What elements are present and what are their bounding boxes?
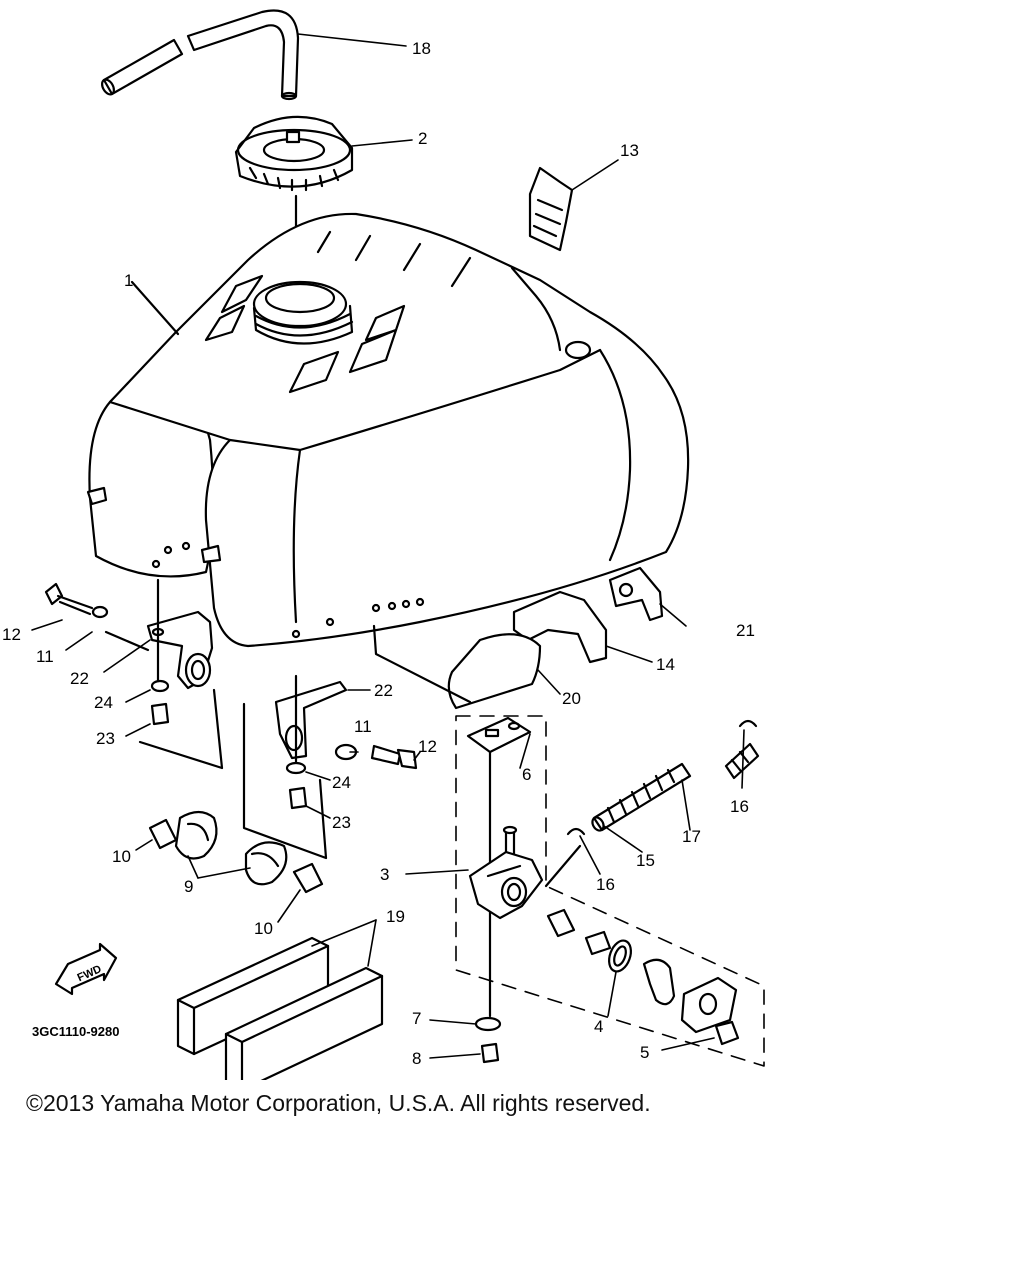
tank-pads xyxy=(176,936,384,1080)
callout-12-center: 12 xyxy=(418,737,437,756)
callout-15: 15 xyxy=(636,851,655,870)
emblem-part xyxy=(528,166,574,252)
callout-10-right: 10 xyxy=(254,919,273,938)
callout-11-left: 11 xyxy=(36,647,54,666)
callout-22-center: 22 xyxy=(374,681,393,700)
tank-brackets-right xyxy=(372,566,664,710)
left-bracket-group xyxy=(44,578,324,894)
callout-16-bottom: 16 xyxy=(596,875,615,894)
callout-16-top: 16 xyxy=(730,797,749,816)
callout-14: 14 xyxy=(656,655,675,674)
callout-24-left: 24 xyxy=(94,693,113,712)
callout-18: 18 xyxy=(412,39,431,58)
callout-21: 21 xyxy=(736,621,755,640)
callout-3: 3 xyxy=(380,865,389,884)
callout-22-left: 22 xyxy=(70,669,89,688)
forward-arrow-icon xyxy=(54,942,118,996)
fuel-tank-exploded-diagram: 18 2 13 1 12 11 22 24 23 10 9 10 22 11 1… xyxy=(2,9,765,1080)
callout-12-left: 12 xyxy=(2,625,21,644)
callout-7: 7 xyxy=(412,1009,421,1028)
callout-13: 13 xyxy=(620,141,639,160)
callout-9: 9 xyxy=(184,877,193,896)
callout-1: 1 xyxy=(124,271,133,290)
leader-lines xyxy=(31,33,745,1059)
callout-6: 6 xyxy=(522,765,531,784)
center-bracket-group xyxy=(242,674,418,860)
callout-17: 17 xyxy=(682,827,701,846)
fuel-cock-assembly xyxy=(455,715,765,1067)
copyright-notice: ©2013 Yamaha Motor Corporation, U.S.A. A… xyxy=(26,1090,651,1116)
callout-23-left: 23 xyxy=(96,729,115,748)
callout-20: 20 xyxy=(562,689,581,708)
callout-8: 8 xyxy=(412,1049,421,1068)
callout-23-center: 23 xyxy=(332,813,351,832)
breather-hose-part xyxy=(101,9,300,101)
callout-19: 19 xyxy=(386,907,405,926)
callout-4: 4 xyxy=(594,1017,603,1036)
fuel-hoses xyxy=(566,719,760,836)
callout-24-center: 24 xyxy=(332,773,351,792)
callout-2: 2 xyxy=(418,129,427,148)
callout-5: 5 xyxy=(640,1043,649,1062)
callout-10-left: 10 xyxy=(112,847,131,866)
fuel-tank-part xyxy=(86,212,690,648)
callout-labels: 18 2 13 1 12 11 22 24 23 10 9 10 22 11 1… xyxy=(2,39,755,1068)
callout-11-center: 11 xyxy=(354,717,372,736)
part-number-code: 3GC1110-9280 xyxy=(32,1024,119,1039)
